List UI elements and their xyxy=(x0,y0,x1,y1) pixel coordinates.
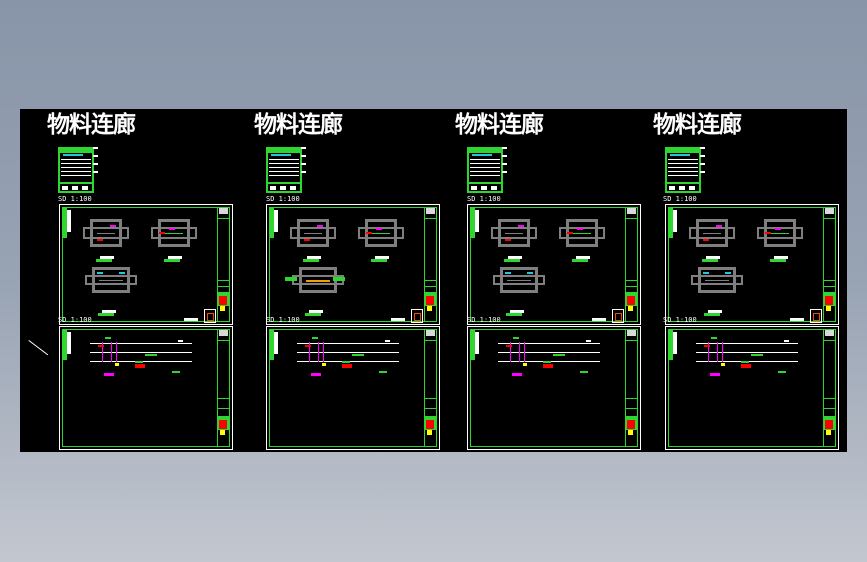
title-block xyxy=(625,208,637,321)
plan-sheet[interactable] xyxy=(59,204,233,325)
scale-label: SD 1:100 xyxy=(58,316,92,324)
scale-label: SD 1:100 xyxy=(663,316,697,324)
legend-notes xyxy=(93,147,99,177)
floor-plan-2[interactable] xyxy=(559,219,605,247)
key-plan xyxy=(204,309,216,323)
floor-plan-1[interactable] xyxy=(491,219,537,247)
title-block xyxy=(217,330,229,446)
floor-plan-3[interactable] xyxy=(85,267,137,293)
scale-label: SD 1:100 xyxy=(467,316,501,324)
key-plan xyxy=(810,309,822,323)
drawing-column-2: 物料连廊 SD 1:100 SD 1:100 xyxy=(254,109,440,452)
floor-plan-3[interactable] xyxy=(493,267,545,293)
title-block xyxy=(424,330,436,446)
floor-plan-1[interactable] xyxy=(83,219,129,247)
legend-table[interactable] xyxy=(665,147,701,193)
title-block xyxy=(625,330,637,446)
drawing-title[interactable]: 物料连廊 xyxy=(455,112,544,138)
floor-plan-2[interactable] xyxy=(358,219,404,247)
drawing-title[interactable]: 物料连廊 xyxy=(653,112,742,138)
legend-notes xyxy=(502,147,508,177)
scale-label: SD 1:100 xyxy=(266,316,300,324)
plan-sheet[interactable] xyxy=(467,204,641,325)
scale-label: SD 1:100 xyxy=(266,195,300,203)
legend-notes xyxy=(700,147,706,177)
key-plan xyxy=(612,309,624,323)
legend-table[interactable] xyxy=(58,147,94,193)
floor-plan-3-highlighted[interactable] xyxy=(292,267,344,293)
drawing-column-3: 物料连廊 SD 1:100 SD 1:100 xyxy=(455,109,641,452)
legend-table[interactable] xyxy=(467,147,503,193)
title-block xyxy=(823,208,835,321)
plan-sheet[interactable] xyxy=(665,204,839,325)
section-sheet[interactable] xyxy=(266,326,440,450)
drawing-title[interactable]: 物料连廊 xyxy=(47,112,136,138)
floor-plan-1[interactable] xyxy=(689,219,735,247)
title-block xyxy=(424,208,436,321)
floor-plan-1[interactable] xyxy=(290,219,336,247)
legend-notes xyxy=(301,147,307,177)
scale-label: SD 1:100 xyxy=(467,195,501,203)
floor-plan-2[interactable] xyxy=(757,219,803,247)
section-sheet[interactable] xyxy=(467,326,641,450)
drawing-column-4: 物料连廊 SD 1:100 SD 1:100 xyxy=(653,109,839,452)
section-sheet[interactable] xyxy=(665,326,839,450)
floor-plan-2[interactable] xyxy=(151,219,197,247)
plan-sheet[interactable] xyxy=(266,204,440,325)
scale-label: SD 1:100 xyxy=(58,195,92,203)
legend-table[interactable] xyxy=(266,147,302,193)
section-sheet[interactable] xyxy=(59,326,233,450)
title-block xyxy=(217,208,229,321)
title-block xyxy=(823,330,835,446)
floor-plan-3[interactable] xyxy=(691,267,743,293)
drawing-column-1: 物料连廊 SD 1:100 SD 1:100 xyxy=(47,109,233,452)
key-plan xyxy=(411,309,423,323)
drawing-title[interactable]: 物料连廊 xyxy=(254,112,343,138)
scale-label: SD 1:100 xyxy=(663,195,697,203)
